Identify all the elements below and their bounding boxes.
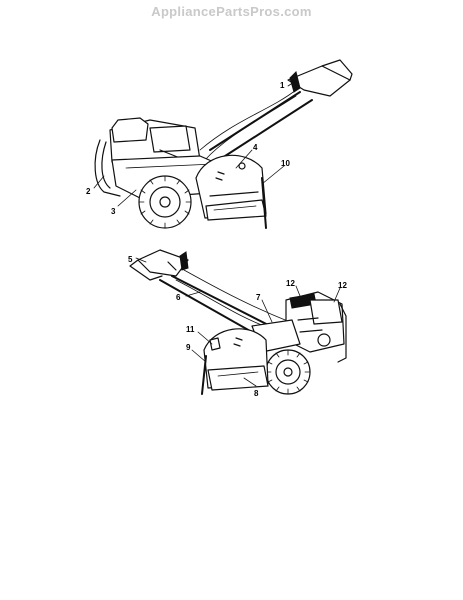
lower-air-cleaner (309, 299, 343, 325)
upper-tine-hood-seam (209, 191, 259, 197)
tiller-lower-view (129, 249, 347, 395)
upper-control-cable-2 (204, 95, 297, 161)
upper-handlebar-end (321, 59, 353, 81)
lower-lever-2 (167, 261, 177, 271)
callout-8: 8 (254, 389, 259, 398)
lower-engine-pulley (317, 333, 331, 347)
callout-5: 5 (128, 255, 133, 264)
upper-callout-leaders (93, 81, 295, 207)
lower-control-cable (183, 269, 291, 323)
upper-wheel-rim (149, 186, 181, 218)
upper-hood-markings (215, 171, 225, 181)
callout-3: 3 (111, 207, 116, 216)
callout-7: 7 (256, 293, 261, 302)
lower-wheel-tire (265, 349, 311, 395)
lower-wheel-treads (265, 349, 311, 395)
lower-callout-leaders (135, 257, 341, 387)
callout-10: 10 (281, 159, 290, 168)
lower-wheel-hub (283, 367, 293, 377)
watermark: AppliancePartsPros.com (151, 4, 312, 19)
lower-control-cable-2 (175, 279, 271, 329)
upper-air-cleaner (149, 125, 191, 153)
lower-depth-bar (201, 355, 207, 395)
upper-control-cable (199, 89, 297, 151)
upper-wheel-treads (138, 175, 192, 229)
tiller-upper-view (94, 59, 353, 229)
upper-handlebar-arm-a (209, 91, 301, 151)
callout-4: 4 (253, 143, 258, 152)
callout-6: 6 (176, 293, 181, 302)
callout-2: 2 (86, 187, 91, 196)
lower-handlebar-arm-a (171, 275, 283, 333)
lower-front-bumper (337, 303, 347, 363)
callout-12-left: 12 (286, 279, 295, 288)
lower-engine-fins (297, 317, 323, 333)
upper-handlebar-arm-b (221, 99, 313, 159)
lower-wheel-rim (275, 359, 301, 385)
callout-12-right: 12 (338, 281, 347, 290)
upper-control-lever (289, 71, 301, 93)
lower-hood-markings (233, 337, 243, 347)
upper-tine-shield-rib (213, 205, 257, 211)
upper-hood-fitting (238, 162, 246, 170)
callout-9: 9 (186, 343, 191, 352)
lower-tine-shield (207, 365, 269, 391)
callout-11: 11 (186, 325, 195, 334)
lower-tine-shield-rib (217, 371, 259, 377)
lower-hood-fitting (209, 337, 221, 351)
lower-handlebar-end (129, 259, 163, 281)
upper-handlebar-grip (287, 65, 351, 97)
upper-fuel-tank (111, 117, 149, 143)
upper-front-bumper (94, 139, 121, 197)
lower-control-lever (179, 251, 189, 271)
upper-belt-cover-rib (125, 163, 215, 169)
callout-1: 1 (280, 81, 285, 90)
upper-depth-bar (261, 177, 267, 229)
upper-wheel-tire (138, 175, 192, 229)
upper-front-bumper-inner (101, 141, 111, 189)
upper-wheel-hub (159, 196, 171, 208)
